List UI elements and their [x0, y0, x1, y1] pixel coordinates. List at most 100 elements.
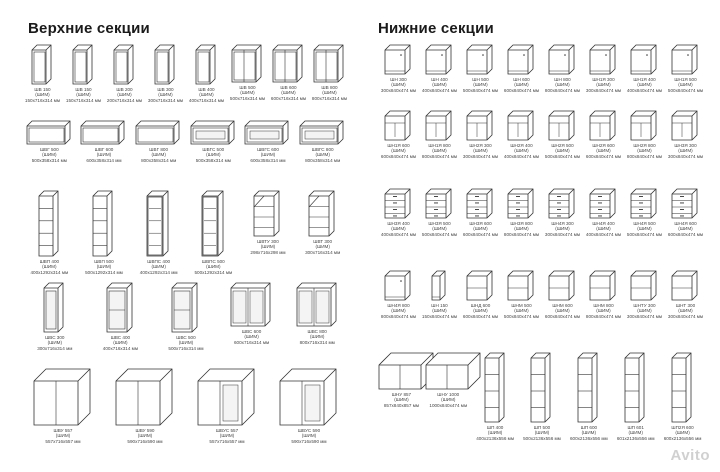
- lower-cabinet-item: ШН 800(ШИМ)800х840х474 мм: [542, 44, 583, 93]
- upper-cabinet-item: ШВП 500(ШИМ)500х1292х314 мм: [77, 190, 132, 275]
- cabinet-caption: ШНУ 857(ШИМ)857х840х857 мм: [378, 392, 425, 408]
- lower-cabinet-item: ШН4Я 300(ШИМ)300х840х474 мм: [542, 188, 583, 237]
- cabinet-model: ШН 500: [472, 77, 489, 82]
- cabinet-dimensions: 800х840х474 мм: [626, 153, 663, 159]
- cabinet-dimensions: 601х2136х556 мм: [616, 435, 655, 441]
- cabinet-finish: (ШИМ): [117, 92, 132, 98]
- cabinet-finish: (ШИМ): [581, 430, 597, 436]
- cabinet-finish: (ШИМ): [240, 90, 255, 96]
- cabinet-caption: ШН4Я 800(ШИМ)800х840х474 мм: [378, 303, 419, 319]
- upper-cabinet-item: ШВС 300(ШИМ)300х716х314 мм: [22, 282, 88, 351]
- cabinet-caption: ШВ 150(ШИМ)150х716х314 мм: [22, 87, 63, 103]
- cabinet-dimensions: 500х840х474 мм: [626, 231, 663, 237]
- cabinet-model: ШП 600: [580, 425, 598, 430]
- cabinet-caption: ШВ 800(ШИМ)800х716х314 мм: [309, 85, 350, 101]
- cabinet-caption: ШН4Я 300(ШИМ)300х840х474 мм: [542, 221, 583, 237]
- cabinet-model: ШВ 400: [198, 87, 215, 92]
- cabinet-model: ШН4Я 300: [551, 221, 574, 226]
- cabinet-model: ШН2Я 800: [633, 143, 656, 148]
- cabinet-model: ШВП 500: [94, 259, 114, 264]
- lower-cabinet-item: ШН1Я 500(ШИМ)500х840х474 мм: [665, 44, 706, 93]
- cabinet-drawing: [241, 190, 296, 239]
- cabinet-caption: ШНТ 300(ШИМ)300х840х474 мм: [665, 303, 706, 319]
- lower-sections-title: Нижние секции: [378, 20, 494, 37]
- lower-cabinet-item: ШН3Я 300(ШИМ)300х840х474 мм: [665, 110, 706, 159]
- cabinet-drawing: [460, 110, 501, 143]
- cabinet-caption: ШН1Я 800(ШИМ)800х840х474 мм: [419, 143, 460, 159]
- cabinet-caption: ШВПС 400(ШИМ)400х1292х314 мм: [131, 259, 186, 275]
- cabinet-model: ШВП 400: [39, 259, 60, 264]
- cabinet-drawing: [186, 368, 268, 428]
- lower-cabinet-item: ШНМ 600(ШИМ)600х840х474 мм: [542, 270, 583, 319]
- cabinet-dimensions: 600х840х474 мм: [503, 87, 540, 93]
- cabinet-model: ШН4Я 500: [633, 221, 656, 226]
- cabinet-finish: (ШИМ): [394, 397, 409, 403]
- lower-cabinet-item: ШН3Я 600(ШИМ)600х840х474 мм: [460, 188, 501, 237]
- cabinet-caption: ШНМ 600(ШИМ)600х840х474 мм: [542, 303, 583, 319]
- cabinet-drawing: [104, 368, 186, 428]
- upper-cabinet-item: ШВГС 600(ШИМ)600х358х314 мм: [241, 120, 296, 163]
- cabinet-caption: ШН3Я 300(ШИМ)300х840х474 мм: [665, 143, 706, 159]
- cabinet-caption: ШВГ 500(ШИМ)500х358х314 мм: [22, 147, 77, 163]
- cabinet-dimensions: 150х840х474 мм: [421, 313, 458, 319]
- cabinet-finish: (ШИМ): [158, 92, 173, 98]
- lower-cabinet-item: ШП 600(ШИМ)600х2136х556 мм: [565, 352, 612, 441]
- cabinet-drawing: [501, 110, 542, 143]
- cabinet-finish: (ШИМ): [555, 226, 570, 232]
- cabinet-drawing: [583, 44, 624, 77]
- cabinet-finish: (ШИМ): [441, 397, 456, 403]
- cabinet-drawing: [378, 44, 419, 77]
- cabinet-model: ШВТУ 300: [257, 239, 279, 244]
- cabinet-finish: (ШИМ): [637, 226, 652, 232]
- lower-cabinet-item: ШН3Я 800(ШИМ)800х840х474 мм: [501, 188, 542, 237]
- cabinet-caption: ШВГС 600(ШИМ)600х358х314 мм: [241, 147, 296, 163]
- upper-cabinet-item: ШВГ 600(ШИМ)600х358х314 мм: [77, 120, 132, 163]
- cabinet-dimensions: 1000х840х474 мм: [429, 402, 468, 408]
- upper-cabinet-item: ШВС 500(ШИМ)500х716х314 мм: [153, 282, 219, 351]
- cabinet-finish: (ШИМ): [432, 308, 447, 314]
- cabinet-caption: ШВТ 300(ШИМ)300х716х314 мм: [295, 239, 350, 255]
- cabinet-caption: ШН 300(ШИМ)300х840х474 мм: [378, 77, 419, 93]
- cabinet-drawing: [583, 110, 624, 143]
- cabinet-caption: ШНМ 800(ШИМ)800х840х474 мм: [583, 303, 624, 319]
- cabinet-finish: (ШИМ): [42, 264, 57, 270]
- cabinet-drawing: [665, 270, 706, 303]
- cabinet-dimensions: 500х840х474 мм: [667, 87, 704, 93]
- cabinet-model: ШНД 600: [470, 303, 491, 308]
- cabinet-dimensions: 298х716х298 мм: [250, 249, 286, 255]
- cabinet-finish: (ШИМ): [96, 264, 112, 270]
- cabinet-model: ШН3Я 800: [510, 221, 533, 226]
- cabinet-model: ШВТ 300: [313, 239, 333, 244]
- cabinet-model: ШН 300: [390, 77, 407, 82]
- cabinet-model: ШВ 600: [280, 85, 297, 90]
- cabinet-finish: (ШИМ): [35, 92, 50, 98]
- cabinet-finish: (ШИМ): [206, 264, 221, 270]
- cabinet-model: ШН 800: [554, 77, 571, 82]
- cabinet-caption: ШВ 200(ШИМ)200х716х314 мм: [104, 87, 145, 103]
- cabinet-dimensions: 400х1292х314 мм: [139, 269, 178, 275]
- cabinet-dimensions: 500х2136х556 мм: [523, 435, 561, 441]
- cabinet-drawing: [378, 352, 434, 392]
- cabinet-model: ШНМ 500: [511, 303, 532, 308]
- cabinet-finish: (ШИМ): [487, 430, 503, 436]
- cabinet-model: ШНМ 600: [552, 303, 573, 308]
- cabinet-finish: (ШИМ): [151, 152, 166, 158]
- cabinet-drawing: [565, 352, 612, 425]
- cabinet-dimensions: 400х840х474 мм: [626, 87, 663, 93]
- cabinet-drawing: [624, 44, 665, 77]
- cabinet-dimensions: 500х358х314 мм: [31, 157, 67, 163]
- cabinet-drawing: [153, 282, 219, 335]
- cabinet-dimensions: 300х716х314 мм: [37, 345, 73, 351]
- cabinet-finish: (ШИМ): [555, 308, 570, 314]
- cabinet-caption: ШВГ 600(ШИМ)600х358х314 мм: [77, 147, 132, 163]
- cabinet-model: ШН1Я 600: [387, 143, 410, 148]
- cabinet-finish: (ШИМ): [47, 340, 62, 346]
- lower-cabinet-item: ШН 300(ШИМ)300х840х474 мм: [378, 44, 419, 93]
- upper-cabinet-item: ШВ 150(ШИМ)150х716х314 мм: [22, 44, 63, 103]
- cabinet-dimensions: 500х840х474 мм: [462, 87, 499, 93]
- cabinet-model: ШП 601: [627, 425, 644, 430]
- cabinet-dimensions: 400х840х474 мм: [380, 231, 417, 237]
- cabinet-dimensions: 300х840х474 мм: [462, 153, 499, 159]
- lower-cabinet-item: ШП 500(ШИМ)500х2136х556 мм: [519, 352, 566, 441]
- cabinet-dimensions: 600х840х474 мм: [380, 153, 417, 159]
